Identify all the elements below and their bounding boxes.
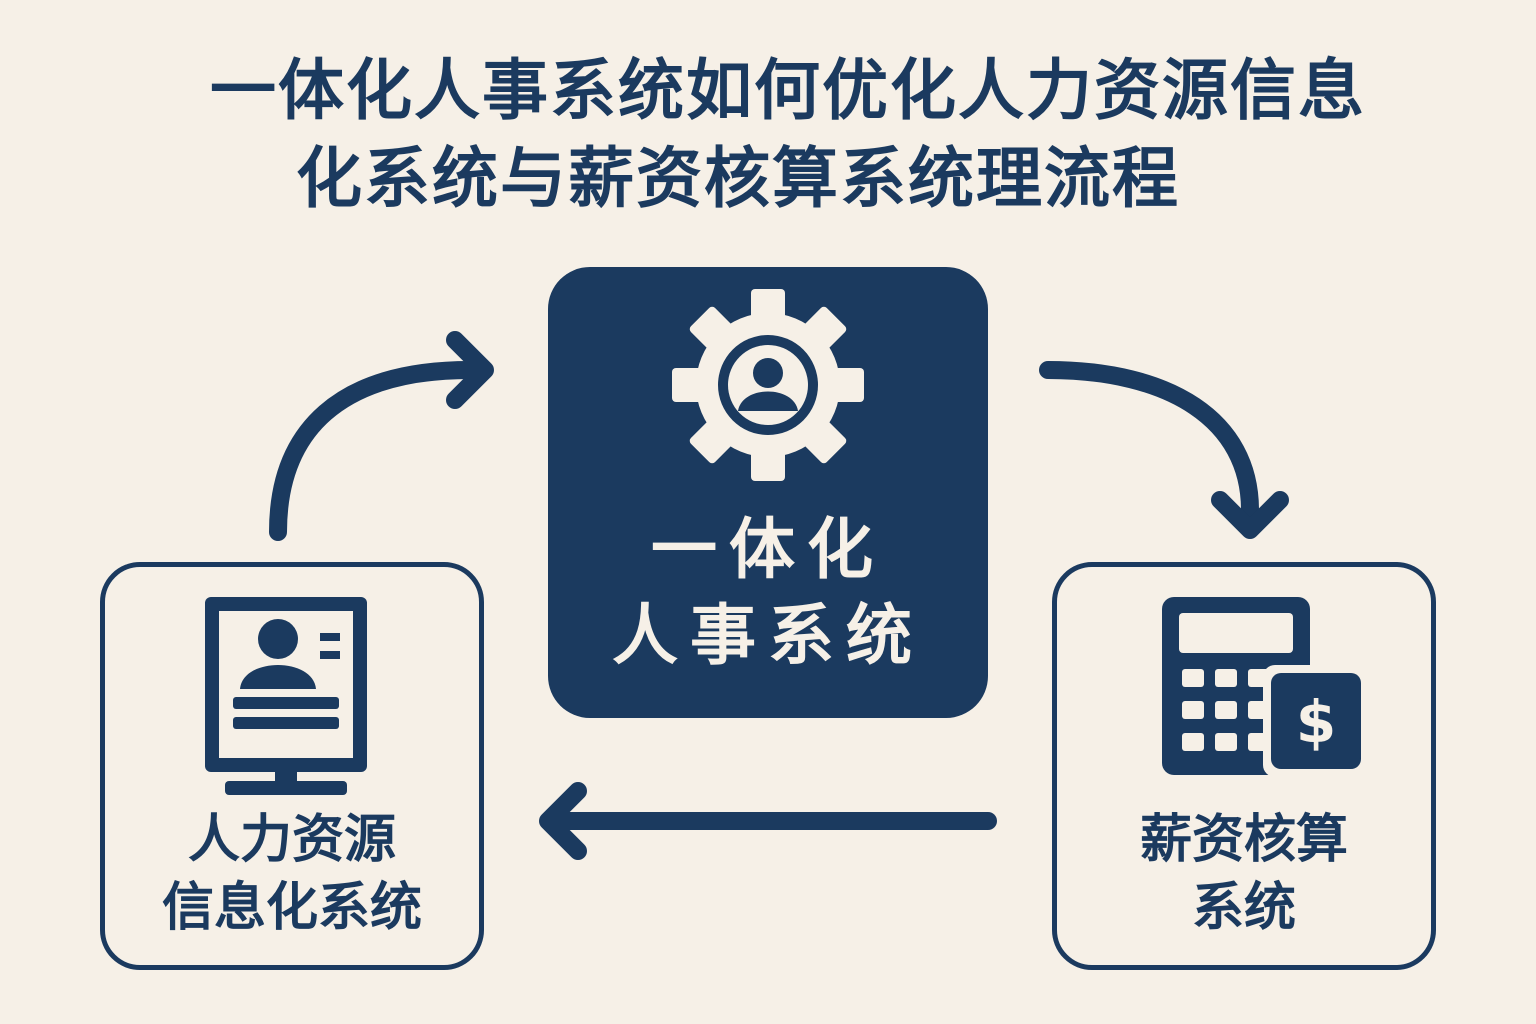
left-label-line-1: 人力资源 bbox=[187, 810, 396, 870]
arrow-head-2 bbox=[1211, 491, 1289, 539]
title-line-1: 一体化人事系统如何优化人力资源信息 bbox=[210, 52, 1366, 129]
right-label-line-2: 系统 bbox=[1191, 878, 1296, 938]
calculator-dollar-icon: $ bbox=[1162, 597, 1369, 777]
left-label-line-2: 信息化系统 bbox=[161, 878, 422, 938]
svg-text:$: $ bbox=[1296, 688, 1336, 756]
arrow-hr-to-center bbox=[269, 361, 479, 541]
monitor-profile-icon bbox=[205, 597, 367, 795]
center-label-line-2: 人事系统 bbox=[612, 597, 924, 674]
title-line-2: 化系统与薪资核算系统理流程 bbox=[296, 140, 1180, 217]
arrow-center-to-payroll bbox=[1039, 361, 1259, 519]
arrow-head-3 bbox=[539, 782, 587, 860]
hr-information-system-node: 人力资源 信息化系统 bbox=[100, 562, 484, 970]
payroll-system-node: $ 薪资核算 系统 bbox=[1052, 562, 1436, 970]
center-label-line-1: 一体化 bbox=[651, 511, 885, 588]
integrated-hr-system-node: 一体化 人事系统 bbox=[548, 267, 988, 718]
gear-user-icon bbox=[672, 289, 864, 481]
arrow-head-1 bbox=[446, 331, 494, 409]
right-label-line-1: 薪资核算 bbox=[1139, 810, 1348, 870]
